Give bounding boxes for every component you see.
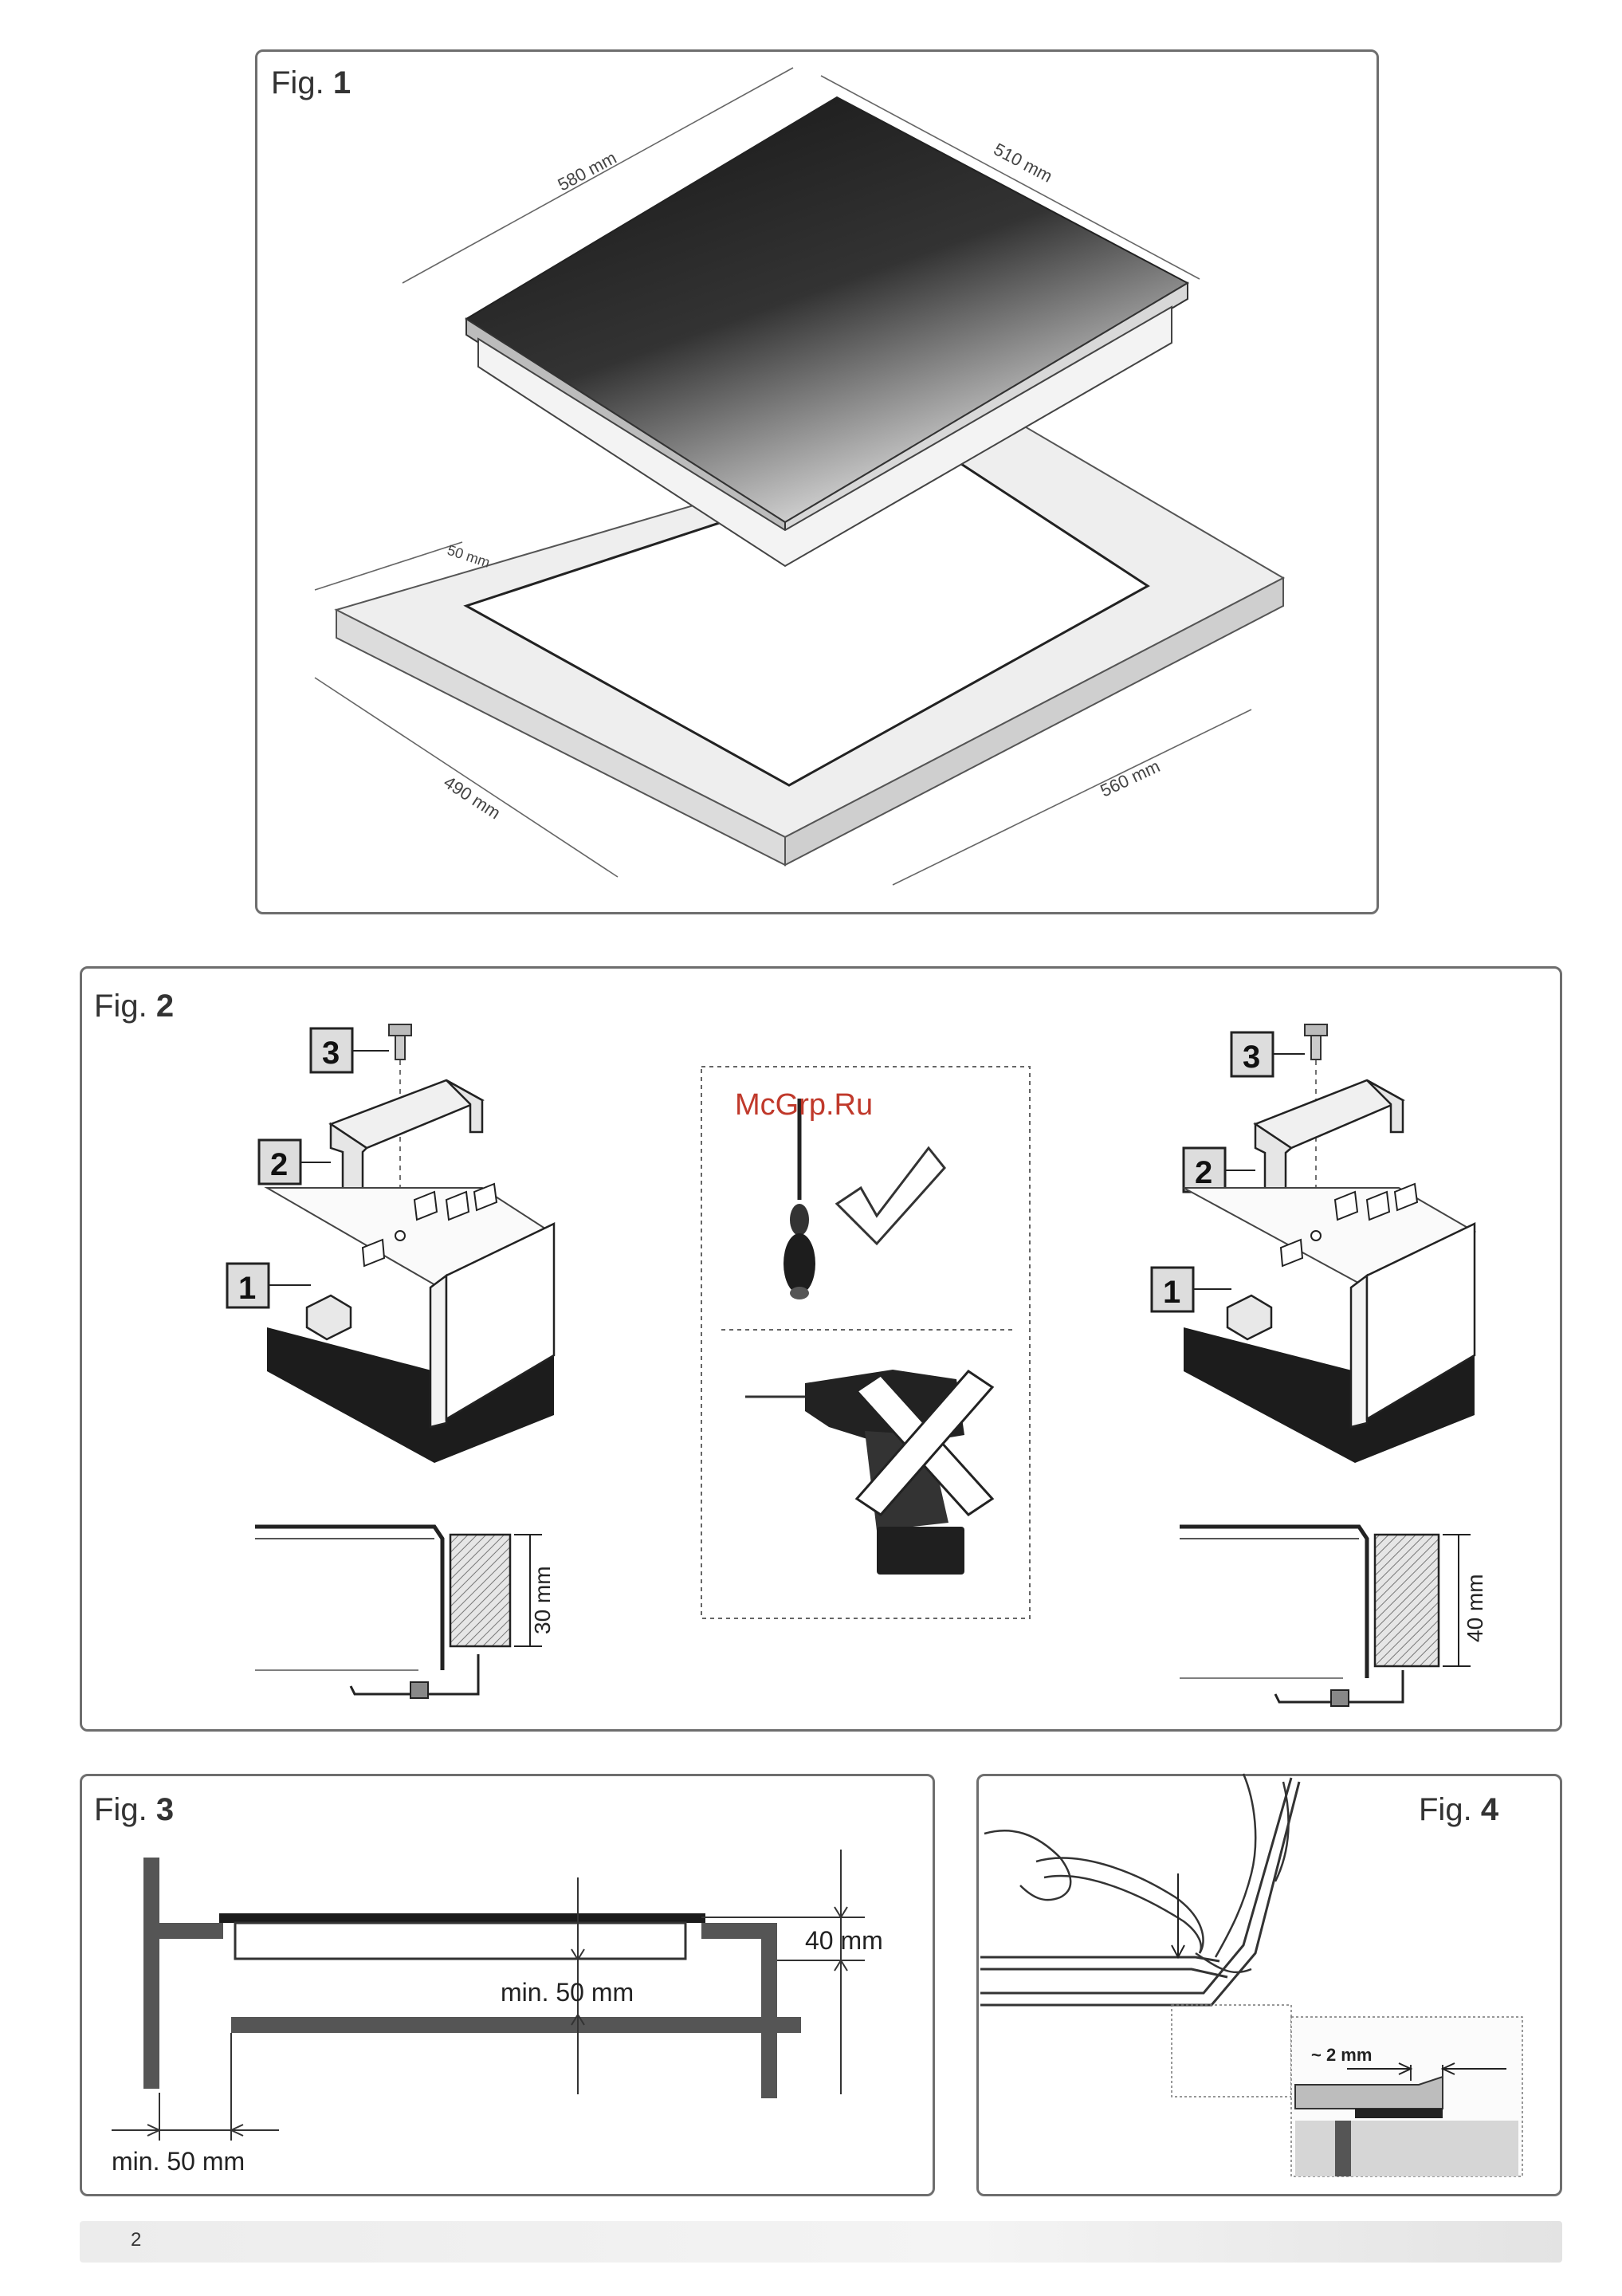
page-footer-bar xyxy=(80,2221,1562,2263)
page-number: 2 xyxy=(131,2229,141,2251)
hands-with-sealant xyxy=(984,1774,1289,1972)
dim-gap-2mm: ~ 2 mm xyxy=(1311,2045,1372,2065)
